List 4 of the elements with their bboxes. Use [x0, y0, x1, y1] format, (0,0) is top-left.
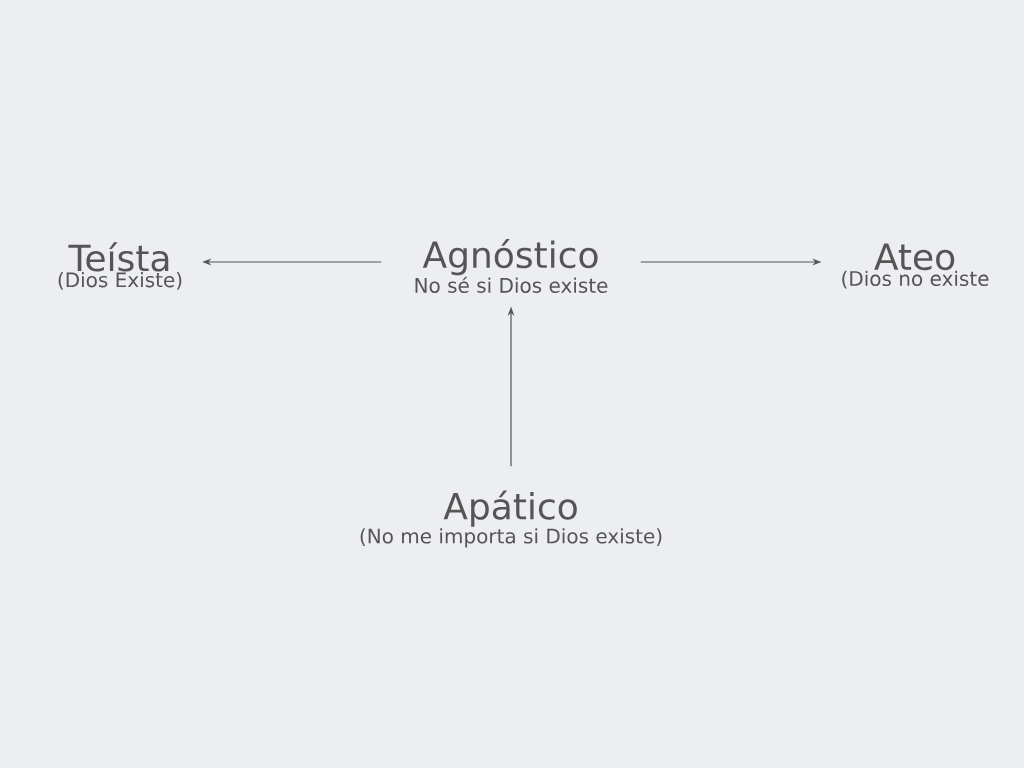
term-label: Agnóstico No sé si Dios existe — [415, 239, 608, 293]
term-label: Apático (No me importa si Dios existe) — [360, 490, 662, 548]
term-label: Teísta (Dios Existe) — [58, 242, 182, 290]
term-label: Ateo (Dios no existe — [842, 243, 989, 289]
